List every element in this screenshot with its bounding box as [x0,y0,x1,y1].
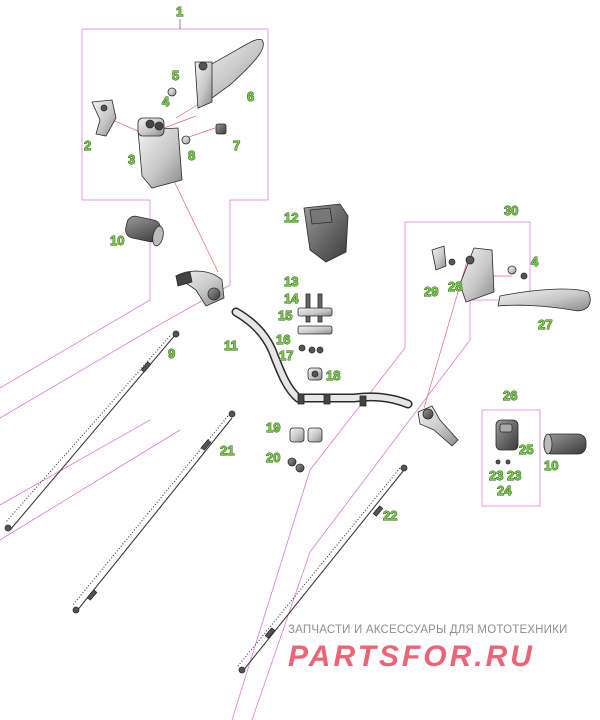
callout-21: 21 [220,443,234,458]
callout-28: 28 [448,279,462,294]
part-clamp-bracket [91,99,117,137]
part-grip-right [543,433,587,455]
cable-center-2 [71,415,229,607]
part-master-cylinder [137,117,183,189]
parts [4,38,591,674]
callout-11: 11 [224,338,238,353]
cable-right [241,469,405,673]
callout-29: 29 [424,284,438,299]
cable-ends [4,330,408,674]
cable-center [75,417,233,613]
callout-3: 3 [128,152,135,167]
callout-23-left: 23 [489,468,503,483]
part-clutch-mounted [417,405,459,447]
callout-4: 4 [162,94,170,109]
callout-14: 14 [284,291,299,306]
part-clamp-stack [297,293,333,354]
part-risers [287,427,323,473]
callout-1: 1 [176,4,183,19]
callout-25: 25 [519,442,533,457]
part-clutch-lever [431,245,591,312]
callout-2: 2 [84,138,91,153]
group-outlines [0,28,541,720]
callout-6: 6 [247,89,254,104]
callout-22: 22 [383,508,397,523]
callout-30: 30 [504,203,518,218]
part-lever-mounted [175,270,225,307]
callout-5: 5 [172,68,179,83]
part-grip-left [125,215,164,247]
callout-13: 13 [284,274,298,289]
watermark-tagline: ЗАПЧАСТИ И АКСЕССУАРЫ ДЛЯ МОТОТЕХНИКИ [288,624,568,636]
callout-10-right: 10 [544,458,558,473]
cable-left-upper-2 [5,335,171,523]
part-brake-lever [194,38,264,109]
callout-7: 7 [233,138,240,153]
part-cables [5,333,405,673]
callout-12: 12 [284,210,298,225]
part-switch-box [495,419,519,465]
callout-27: 27 [538,317,552,332]
watermark-brand: PARTSFOR.RU [288,640,535,673]
part-handlebar [231,307,413,409]
callout-4-right: 4 [531,254,539,269]
part-small-clamp [307,367,323,381]
callout-18: 18 [326,368,340,383]
part-small-fittings [167,87,227,145]
callout-19: 19 [266,420,280,435]
part-top-cover [303,203,349,263]
callout-26: 26 [503,388,517,403]
callout-24: 24 [497,483,512,498]
callout-16: 16 [276,332,290,347]
callout-10-left: 10 [110,233,124,248]
callout-17: 17 [279,348,293,363]
callout-20: 20 [266,450,280,465]
callout-23-right: 23 [507,468,521,483]
callout-15: 15 [278,308,292,323]
cable-right-2 [237,467,401,667]
callout-9: 9 [168,346,175,361]
callouts: 1 5 4 6 2 3 8 7 10 12 30 13 14 15 16 17 … [84,4,559,524]
callout-8: 8 [188,148,195,163]
